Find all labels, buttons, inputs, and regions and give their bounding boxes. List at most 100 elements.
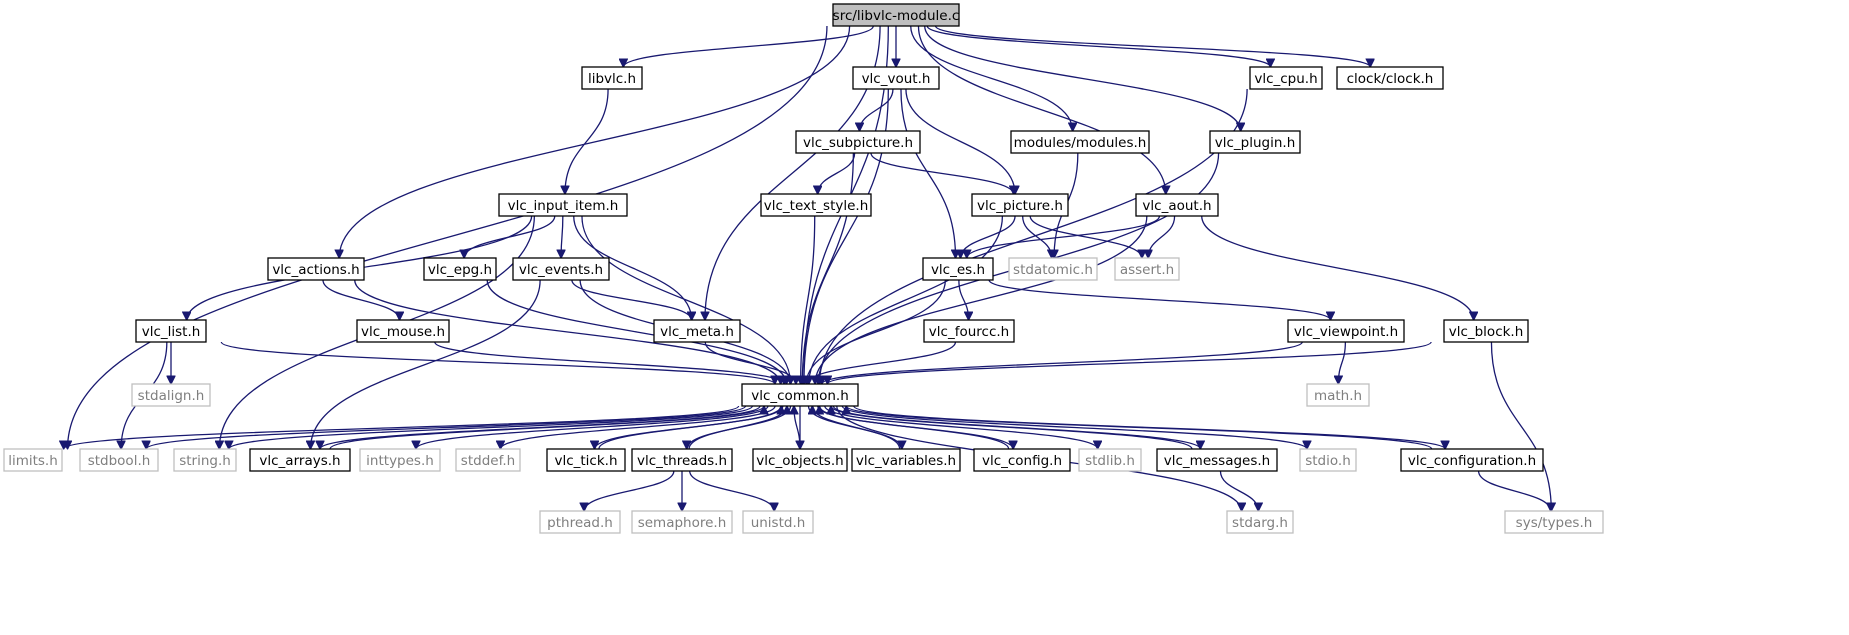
edge-vlc-picture-to-stdatomic [1021,215,1052,258]
node-box [1400,448,1544,472]
node-vlc-mouse[interactable]: vlc_mouse.h [356,319,450,343]
node-stdarg: stdarg.h [1226,510,1294,534]
node-clock[interactable]: clock/clock.h [1336,66,1444,90]
node-box [539,510,621,534]
node-box [1504,510,1604,534]
node-label: vlc_arrays.h [259,453,340,469]
edge-vlc-vout-to-vlc-es [900,88,956,258]
node-vlc-cpu[interactable]: vlc_cpu.h [1249,66,1323,90]
node-label: assert.h [1120,262,1174,278]
node-vlc-list[interactable]: vlc_list.h [135,319,207,343]
node-math: math.h [1306,383,1370,407]
edge-vlc-common-to-stdlib [824,405,1098,449]
node-label: vlc_mouse.h [361,324,445,340]
node-vlc-picture[interactable]: vlc_picture.h [971,193,1069,217]
edge-vlc-vout-to-vlc-picture [905,88,1015,194]
node-box [851,448,961,472]
node-vlc-es[interactable]: vlc_es.h [922,257,994,281]
node-label: vlc_config.h [982,453,1062,469]
edge-vlc-actions-to-vlc-mouse [322,279,400,320]
node-box [1287,319,1405,343]
edge-vlc-input-item-to-vlc-events [561,215,563,258]
edge-vlc-vout-to-vlc-subpicture [860,88,894,131]
node-box [973,448,1071,472]
edge-vlc-aout-to-vlc-block [1201,215,1474,320]
node-box [1135,193,1219,217]
node-box [741,383,859,407]
node-box [455,448,521,472]
node-box [1010,130,1150,154]
node-box [173,448,237,472]
node-vlc-input-item[interactable]: vlc_input_item.h [498,193,628,217]
node-vlc-aout[interactable]: vlc_aout.h [1135,193,1219,217]
node-vlc-text-style[interactable]: vlc_text_style.h [760,193,872,217]
edge-vlc-threads-to-unistd [689,470,774,511]
node-box [359,448,441,472]
node-label: vlc_vout.h [862,71,931,87]
node-vlc-config[interactable]: vlc_config.h [973,448,1071,472]
node-vlc-configuration[interactable]: vlc_configuration.h [1400,448,1544,472]
node-stdalign: stdalign.h [131,383,211,407]
node-vlc-arrays[interactable]: vlc_arrays.h [249,448,351,472]
node-vlc-threads[interactable]: vlc_threads.h [631,448,733,472]
node-label: semaphore.h [638,515,727,531]
node-box [1078,448,1142,472]
node-stddef: stddef.h [455,448,521,472]
node-libvlc[interactable]: libvlc.h [581,66,643,90]
node-label: stdarg.h [1232,515,1288,531]
node-label: unistd.h [751,515,806,531]
node-vlc-meta[interactable]: vlc_meta.h [653,319,741,343]
edge-vlc-picture-to-assert [1029,215,1142,258]
node-vlc-plugin[interactable]: vlc_plugin.h [1209,130,1301,154]
node-modules[interactable]: modules/modules.h [1010,130,1150,154]
node-vlc-viewpoint[interactable]: vlc_viewpoint.h [1287,319,1405,343]
node-box [1209,130,1301,154]
node-vlc-actions[interactable]: vlc_actions.h [267,257,365,281]
node-box [131,383,211,407]
node-box [498,193,628,217]
node-label: vlc_text_style.h [764,198,869,214]
node-vlc-subpicture[interactable]: vlc_subpicture.h [795,130,921,154]
node-vlc-fourcc[interactable]: vlc_fourcc.h [923,319,1015,343]
node-vlc-objects[interactable]: vlc_objects.h [752,448,848,472]
edge-vlc-es-to-vlc-common [806,279,947,384]
node-vlc-block[interactable]: vlc_block.h [1443,319,1529,343]
node-box [135,319,207,343]
node-inttypes: inttypes.h [359,448,441,472]
node-vlc-vout[interactable]: vlc_vout.h [852,66,940,90]
node-label: stddef.h [461,453,515,469]
node-label: vlc_epg.h [428,262,492,278]
node-box [631,510,733,534]
node-limits: limits.h [3,448,63,472]
node-sys-types: sys/types.h [1504,510,1604,534]
node-box [1249,66,1323,90]
node-vlc-tick[interactable]: vlc_tick.h [546,448,626,472]
node-label: vlc_meta.h [660,324,734,340]
edge-vlc-fourcc-to-vlc-common [807,341,957,384]
node-root[interactable]: src/libvlc-module.c [832,3,960,27]
node-box [79,448,159,472]
node-box [249,448,351,472]
node-vlc-epg[interactable]: vlc_epg.h [423,257,497,281]
node-box [423,257,497,281]
node-semaphore: semaphore.h [631,510,733,534]
edge-root-to-modules [910,25,1073,131]
edge-vlc-common-to-stdbool [146,405,747,450]
node-vlc-variables[interactable]: vlc_variables.h [851,448,961,472]
node-box [512,257,610,281]
node-label: vlc_messages.h [1164,453,1270,469]
edge-vlc-threads-to-pthread [584,470,675,511]
edge-vlc-mouse-to-vlc-common [434,341,784,385]
node-vlc-messages[interactable]: vlc_messages.h [1156,448,1278,472]
node-vlc-common[interactable]: vlc_common.h [741,383,859,407]
node-label: stdbool.h [88,453,151,469]
node-label: vlc_cpu.h [1254,71,1317,87]
node-box [795,130,921,154]
node-box [1226,510,1294,534]
edge-root-to-clock [934,25,1371,68]
node-layer: src/libvlc-module.climits.hvlc_common.hv… [3,3,1604,534]
node-vlc-events[interactable]: vlc_events.h [512,257,610,281]
node-string: string.h [173,448,237,472]
edge-vlc-aout-to-assert [1148,215,1176,258]
